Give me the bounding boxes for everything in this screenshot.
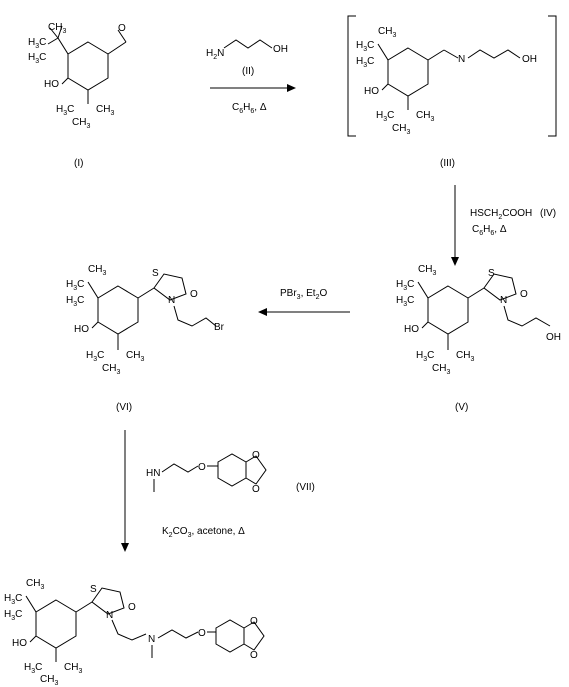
atom-ch3: CH3: [40, 674, 58, 687]
compound-label-VI: (VI): [116, 402, 132, 413]
atom-s: S: [152, 268, 159, 279]
benzene-ring: [215, 619, 245, 653]
atom-ho: HO: [74, 324, 89, 335]
atom-n: N: [458, 54, 465, 65]
atom-h3c: H3C: [86, 350, 104, 363]
thiazolidinone-ring: [483, 273, 517, 301]
atom-h3c: H3C: [28, 37, 46, 50]
reagent-VII-label: (VII): [296, 482, 315, 493]
bracket-right: [548, 15, 557, 137]
atom-ho: HO: [404, 324, 419, 335]
atom-o: O: [520, 289, 528, 300]
compound-VI: S N O Br H3C H3C CH3 HO H3C CH3 CH3 (VI): [66, 264, 225, 413]
atom-ch3: CH3: [416, 110, 434, 123]
atom-ho: HO: [364, 86, 379, 97]
arrow-head: [287, 84, 296, 92]
atom-ch3: CH3: [64, 662, 82, 675]
atom-h3c: H3C: [66, 295, 84, 308]
atom-h3c: H3C: [376, 110, 394, 123]
compound-final: S N O N O O O H3C H3C CH3 HO H3C CH3 CH3: [4, 578, 265, 687]
atom-hn: HN: [146, 468, 160, 479]
atom-n: N: [106, 610, 113, 621]
compound-label-I: (I): [74, 158, 83, 169]
benzene-ring: [35, 599, 77, 649]
compound-label-III: (III): [440, 158, 455, 169]
reagent-II-label: (II): [242, 66, 254, 77]
benzene-ring: [387, 47, 429, 97]
atom-h3c: H3C: [416, 350, 434, 363]
reagent-IV-label: (IV): [540, 208, 556, 219]
compound-label-V: (V): [455, 402, 468, 413]
atom-ch3: CH3: [432, 363, 450, 376]
step3-conditions: PBr3, Et2O: [280, 288, 328, 301]
reagent-VII: HN O O O (VII): [146, 450, 315, 495]
atom-h3c: H3C: [24, 662, 42, 675]
step4-conditions: K2CO3, acetone, Δ: [162, 526, 245, 539]
atom-ch3: CH3: [418, 264, 436, 277]
atom-ch3: CH3: [26, 578, 44, 591]
reagent-II: H2N OH (II): [206, 39, 288, 77]
atom-h3c: H3C: [396, 279, 414, 292]
atom-o: O: [252, 484, 260, 495]
atom-ho: HO: [44, 79, 59, 90]
atom-h3c: H3C: [356, 40, 374, 53]
atom-h3c: H3C: [28, 52, 46, 65]
atom-o: O: [118, 23, 126, 34]
thiazolidinone-ring: [153, 273, 187, 301]
benzene-ring: [217, 453, 247, 487]
atom-ch3: CH3: [126, 350, 144, 363]
atom-ch3: CH3: [48, 22, 66, 35]
arrow-head: [121, 543, 129, 552]
benzene-ring: [67, 41, 109, 91]
atom-ch3: CH3: [102, 363, 120, 376]
atom-h3c: H3C: [56, 104, 74, 117]
atom-h3c: H3C: [396, 295, 414, 308]
atom-ch3: CH3: [456, 350, 474, 363]
atom-o: O: [252, 450, 260, 461]
thiazolidinone-ring: [91, 587, 125, 615]
step1-conditions: C6H6, Δ: [232, 102, 267, 115]
atom-ch3: CH3: [392, 123, 410, 136]
atom-s: S: [90, 584, 97, 595]
atom-o: O: [250, 616, 258, 627]
atom-o: O: [128, 602, 136, 613]
atom-h2n: H2N: [206, 48, 224, 61]
atom-br: Br: [214, 322, 225, 333]
compound-III: N OH H3C H3C CH3 HO H3C CH3 CH3 (III): [347, 15, 557, 169]
atom-h3c: H3C: [66, 279, 84, 292]
atom-o: O: [198, 462, 206, 473]
atom-n: N: [148, 634, 155, 645]
compound-V: S N O OH H3C H3C CH3 HO H3C CH3 CH3 (V): [396, 264, 561, 413]
compound-I: O H3C H3C CH3 HO H3C CH3 CH3 (I): [28, 22, 127, 169]
atom-oh: OH: [522, 54, 537, 65]
atom-h3c: H3C: [356, 56, 374, 69]
atom-h3c: H3C: [4, 609, 22, 622]
benzene-ring: [427, 285, 469, 335]
atom-o: O: [250, 650, 258, 661]
atom-h3c: H3C: [4, 593, 22, 606]
atom-ch3: CH3: [96, 104, 114, 117]
step2-reagent: HSCH2COOH: [470, 208, 532, 221]
atom-o: O: [198, 628, 206, 639]
step2-conditions: C6H6, Δ: [472, 224, 507, 237]
atom-n: N: [168, 295, 175, 306]
atom-s: S: [488, 268, 495, 279]
bracket-left: [347, 15, 356, 137]
atom-oh: OH: [273, 44, 288, 55]
atom-o: O: [190, 289, 198, 300]
atom-oh: OH: [546, 332, 561, 343]
atom-n: N: [500, 295, 507, 306]
arrow-head: [258, 308, 267, 316]
atom-ho: HO: [12, 638, 27, 649]
arrow-head: [451, 257, 459, 266]
atom-ch3: CH3: [378, 26, 396, 39]
atom-ch3: CH3: [72, 117, 90, 130]
benzene-ring: [97, 285, 139, 335]
atom-ch3: CH3: [88, 264, 106, 277]
